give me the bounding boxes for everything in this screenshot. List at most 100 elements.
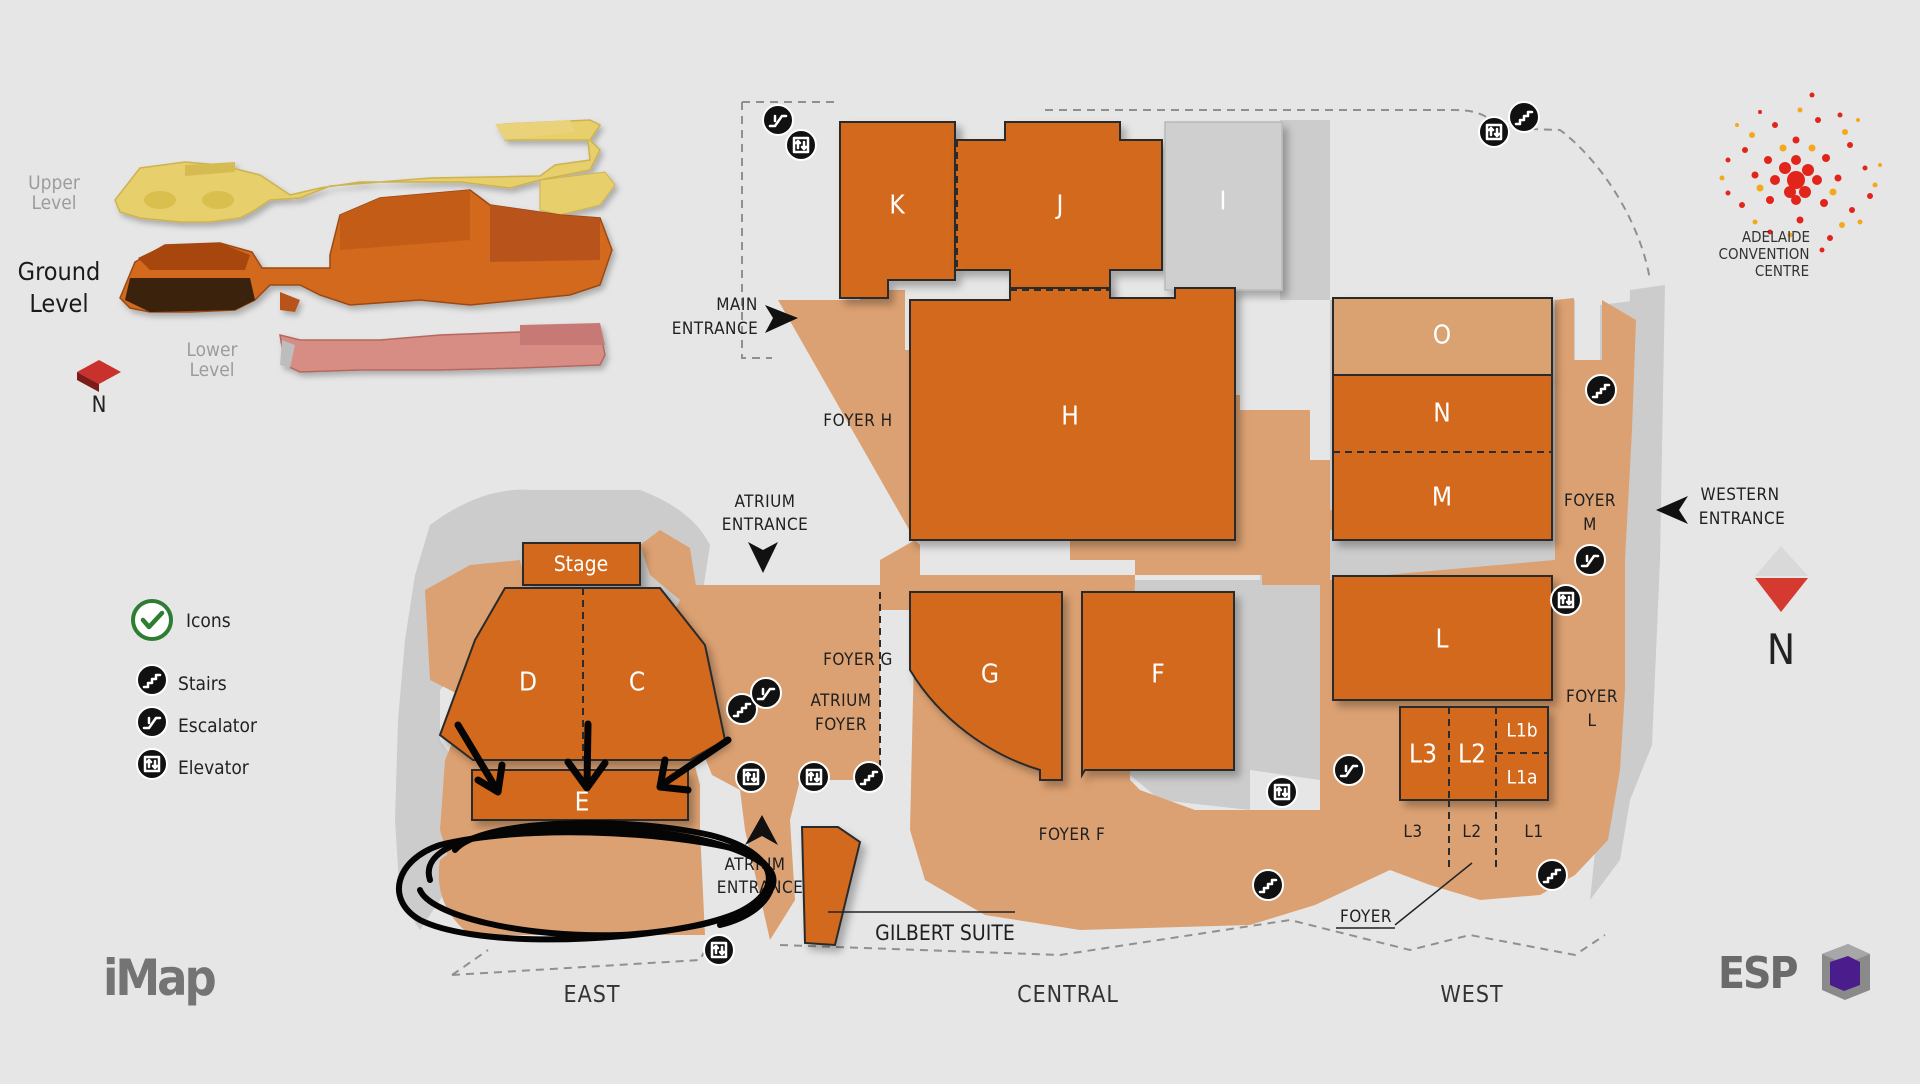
hall-j — [954, 121, 1163, 291]
upper-level-label-1[interactable]: Upper — [28, 172, 81, 194]
elevator-icon[interactable] — [798, 761, 830, 793]
lower-level-label-1[interactable]: Lower — [186, 339, 238, 361]
annotation-arrow-right — [656, 736, 732, 794]
hall-label-d: D — [519, 668, 537, 698]
upper-level-shape[interactable] — [114, 119, 616, 223]
hall-stage — [522, 542, 641, 586]
upper-level-label-2[interactable]: Level — [31, 192, 76, 214]
hall-label-e: E — [575, 788, 590, 818]
main-entrance-label-1: MAIN — [716, 295, 758, 315]
stairs-icon[interactable] — [1508, 101, 1540, 133]
hall-label-l1b: L1b — [1506, 720, 1537, 742]
main-entrance-label-2: ENTRANCE — [672, 319, 759, 339]
lower-level-shape[interactable] — [279, 323, 606, 373]
elevator-icon[interactable] — [1550, 584, 1582, 616]
stairs-icon[interactable] — [726, 693, 758, 725]
hall-label-l: L — [1435, 625, 1448, 655]
hall-label-stage: Stage — [554, 552, 609, 576]
map-icons — [703, 101, 1617, 966]
hall-e — [471, 769, 689, 821]
western-entrance-arrow — [1656, 496, 1688, 524]
escalator-icon[interactable] — [1574, 544, 1606, 576]
hall-label-f: F — [1151, 660, 1164, 690]
legend-stairs-label: Stairs — [178, 673, 227, 695]
esp-logo-text: ESP — [1718, 948, 1798, 999]
foyer-f-label: FOYER F — [1039, 825, 1106, 845]
hall-label-k: K — [889, 191, 905, 221]
elevator-icon[interactable] — [1266, 776, 1298, 808]
mini-compass-n: N — [92, 393, 107, 418]
hall-label-i: I — [1220, 187, 1227, 217]
lower-l2-label: L2 — [1462, 822, 1481, 842]
hall-l-small — [1399, 706, 1549, 801]
escalator-icon[interactable] — [762, 104, 794, 136]
lower-l3-label: L3 — [1403, 822, 1422, 842]
elevator-icon[interactable] — [1478, 116, 1510, 148]
hall-l — [1332, 575, 1553, 701]
stairs-icon[interactable] — [1252, 869, 1284, 901]
annotation-arrow-left — [454, 721, 506, 796]
logo-burst-yellow — [1719, 107, 1882, 238]
escalator-icon[interactable] — [750, 677, 782, 709]
stairs-icon[interactable] — [1585, 374, 1617, 406]
hall-label-l2: L2 — [1458, 740, 1486, 770]
hall-label-n: N — [1433, 399, 1451, 429]
foyer-m-label-1: FOYER — [1564, 491, 1616, 511]
hall-label-l3: L3 — [1409, 740, 1437, 770]
map-legend: Icons Stairs Escalator Elevator — [131, 599, 258, 780]
imap-logo: iMap — [103, 949, 219, 1007]
atrium-foyer-label-1: ATRIUM — [810, 691, 871, 711]
escalator-icon[interactable] — [1333, 754, 1365, 786]
ground-level-label-1[interactable]: Ground — [18, 257, 101, 286]
main-entrance-arrow — [765, 305, 798, 333]
gilbert-suite — [800, 826, 862, 947]
legend-elevator-label: Elevator — [178, 757, 250, 779]
gilbert-suite-label: GILBERT SUITE — [875, 921, 1015, 945]
foyer-h-label: FOYER H — [823, 411, 892, 431]
annotation-arrow-center — [564, 720, 609, 792]
imap-logo-text: iMap — [103, 949, 216, 1007]
lower-level-label-2[interactable]: Level — [189, 359, 234, 381]
stairs-icon[interactable] — [853, 761, 885, 793]
stairs-icon[interactable] — [1536, 859, 1568, 891]
compass-n-label: N — [1767, 625, 1795, 674]
mini-compass: N — [77, 360, 121, 418]
foyer-pointer-line — [1394, 862, 1473, 926]
legend-escalator-label: Escalator — [178, 715, 258, 737]
zone-central-label: CENTRAL — [1017, 982, 1119, 1008]
atrium-entrance-arrow — [748, 542, 778, 573]
hall-label-m: M — [1432, 483, 1452, 513]
hall-g — [909, 591, 1063, 781]
atrium-entrance-lower-arrow — [745, 815, 778, 845]
foyer-label: FOYER — [1340, 907, 1392, 927]
hall-h — [909, 287, 1236, 541]
elevator-icon[interactable] — [785, 129, 817, 161]
logo-name-line-3: CENTRE — [1755, 262, 1809, 280]
western-entrance-label-1: WESTERN — [1700, 485, 1779, 505]
hall-i — [1164, 121, 1283, 291]
atrium-entrance-label-1: ATRIUM — [734, 492, 795, 512]
logo-name-line-1: ADELAIDE — [1742, 228, 1810, 246]
elevator-icon[interactable] — [703, 934, 735, 966]
foyer-g-label: FOYER G — [823, 650, 893, 670]
atrium-foyer-label-2: FOYER — [815, 715, 867, 735]
north-compass: N — [1755, 546, 1808, 674]
foyer-l-label-1: FOYER — [1566, 687, 1618, 707]
elevator-icon — [136, 748, 168, 780]
hall-label-l1a: L1a — [1507, 767, 1538, 789]
escalator-icon — [136, 706, 168, 738]
site-boundary — [451, 101, 1651, 976]
elevator-icon[interactable] — [735, 761, 767, 793]
ground-level-label-2[interactable]: Level — [29, 289, 88, 318]
logo-name-line-2: CONVENTION — [1719, 245, 1810, 263]
zone-east-label: EAST — [564, 982, 621, 1008]
hall-label-c: C — [629, 668, 645, 698]
ground-level-shape[interactable] — [119, 189, 613, 313]
hall-f — [1081, 591, 1235, 779]
lower-l1-label: L1 — [1524, 822, 1543, 842]
atrium-entrance-lower-label-2: ENTRANCE — [717, 878, 804, 898]
zone-west-label: WEST — [1440, 982, 1503, 1008]
atrium-entrance-label-2: ENTRANCE — [722, 515, 809, 535]
